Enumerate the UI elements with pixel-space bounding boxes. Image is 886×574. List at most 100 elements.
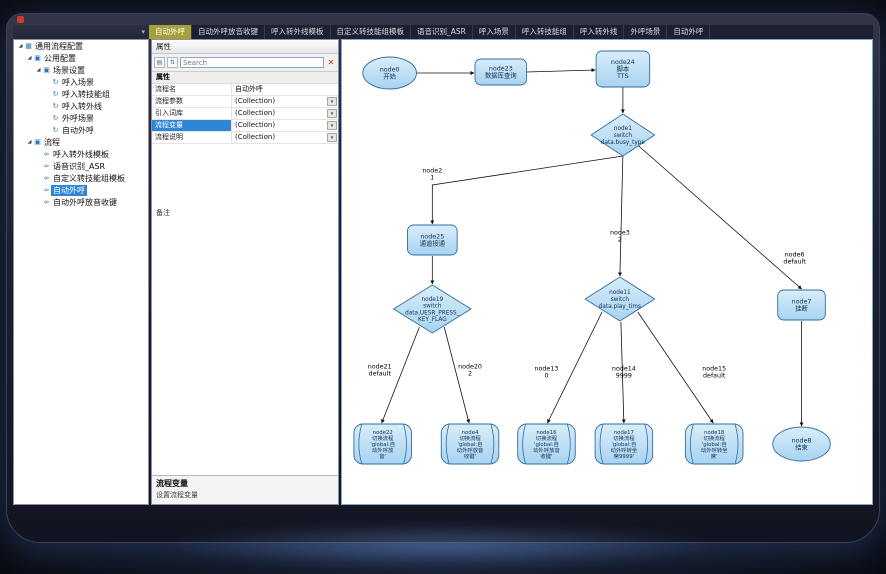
collapse-icon[interactable]: ▾ [141,28,145,36]
combo-dropdown-icon[interactable]: ▾ [327,97,337,106]
tab-6[interactable]: 呼入转技能组 [516,25,574,39]
tree-item-6[interactable]: ↻外呼场景 [14,112,148,124]
search-clear-icon[interactable]: ✕ [327,58,335,67]
combo-dropdown-icon[interactable]: ▾ [327,133,337,142]
tree-item-4[interactable]: ↻呼入转技能组 [14,88,148,100]
folder-icon: ▣ [43,66,50,74]
tree-item-11[interactable]: ∞自定义转技能组模板 [14,172,148,184]
tab-9[interactable]: 自动外呼 [667,25,711,39]
tree-expander-icon[interactable]: ◢ [36,67,41,73]
property-value[interactable]: (Collection) [235,109,276,117]
flow-edge-5 [638,145,802,290]
tree-item-label: 自动外呼放音收键 [53,197,117,207]
combo-dropdown-icon[interactable]: ▾ [327,121,337,130]
tab-3[interactable]: 自定义转技能组模板 [331,25,411,39]
flow-edge-4 [618,155,624,277]
tab-4[interactable]: 语音识别_ASR [411,25,473,39]
tab-1[interactable]: 自动外呼放音收键 [192,25,265,39]
tree-item-1[interactable]: ◢▣公用配置 [14,52,148,64]
folder-icon: ▣ [34,138,41,146]
flow-icon: ∞ [43,198,50,206]
tab-0[interactable]: 自动外呼 [149,25,192,39]
tree-item-8[interactable]: ◢▣流程 [14,136,148,148]
grid-icon: ▦ [25,42,32,50]
property-row-2[interactable]: 引入词库(Collection)▾ [152,108,338,120]
tree-item-0[interactable]: ◢▦通用流程配置 [14,40,148,52]
properties-section-header: 属性 [152,72,338,84]
tree-item-9[interactable]: ∞呼入转外线模板 [14,148,148,160]
tree-item-2[interactable]: ◢▣场景设置 [14,64,148,76]
properties-panel: 属性 ▤ ⇅ ✕ 属性 流程名自动外呼流程参数(Collection)▾引入词库… [151,39,339,505]
property-row-3[interactable]: 流程变量(Collection)▾ [152,120,338,132]
tree-item-7[interactable]: ↻自动外呼 [14,124,148,136]
scene-icon: ↻ [52,90,59,98]
tree-expander-icon[interactable]: ◢ [27,139,32,145]
categorized-view-icon[interactable]: ▤ [154,57,165,68]
tree-item-label: 流程 [44,137,60,147]
tab-5[interactable]: 呼入场景 [473,25,516,39]
project-panel-header: ▾ [13,25,149,39]
flow-icon: ∞ [43,174,50,182]
property-row-1[interactable]: 流程参数(Collection)▾ [152,96,338,108]
tree-item-5[interactable]: ↻呼入转外线 [14,100,148,112]
property-row-0[interactable]: 流程名自动外呼 [152,84,338,96]
tree-expander-icon[interactable]: ◢ [27,55,32,61]
sort-az-icon[interactable]: ⇅ [167,57,178,68]
property-value[interactable]: 自动外呼 [235,85,263,93]
tab-7[interactable]: 呼入转外线 [574,25,625,39]
tree-item-label: 自定义转技能组模板 [53,173,125,183]
tab-2[interactable]: 呼入转外线模板 [265,25,331,39]
property-value[interactable]: (Collection) [235,133,276,141]
tree-item-12[interactable]: ∞自动外呼 [14,184,148,196]
tree-item-13[interactable]: ∞自动外呼放音收键 [14,196,148,208]
tree: ◢▦通用流程配置◢▣公用配置◢▣场景设置↻呼入场景↻呼入转技能组↻呼入转外线↻外… [14,40,148,208]
properties-toolbar: ▤ ⇅ ✕ [152,54,338,72]
tab-8[interactable]: 外呼场景 [624,25,668,39]
property-value[interactable]: (Collection) [235,97,276,105]
tree-item-10[interactable]: ∞语音识别_ASR [14,160,148,172]
tree-item-label: 呼入转外线模板 [53,149,109,159]
search-input[interactable] [180,57,324,68]
tree-item-3[interactable]: ↻呼入场景 [14,76,148,88]
combo-dropdown-icon[interactable]: ▾ [327,109,337,118]
property-value[interactable]: (Collection) [235,121,276,129]
property-row-4[interactable]: 流程说明(Collection)▾ [152,132,338,144]
properties-empty-area: 备注 [152,144,338,475]
app-icon [17,16,24,23]
flow-edge-10 [620,321,626,424]
tree-expander-icon[interactable]: ◢ [18,43,23,49]
